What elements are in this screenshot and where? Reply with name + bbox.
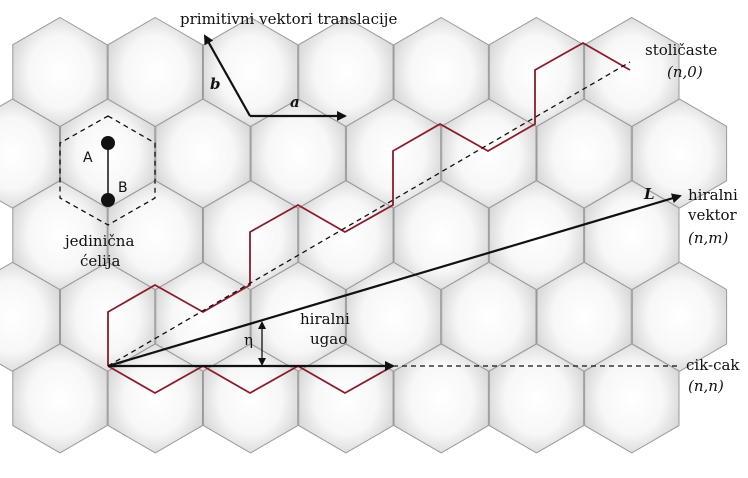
hexagon-cell <box>584 343 680 454</box>
zigzag-boundary-path <box>107 364 394 395</box>
eta-label: η <box>244 331 253 349</box>
unit-cell-label-2: ćelija <box>80 252 121 270</box>
hexagon-lattice <box>0 16 728 454</box>
atom-a-label: A <box>83 150 93 166</box>
chiral-vector-label-1: hiralni <box>688 186 738 204</box>
unit-cell-label-1: jedinična <box>63 232 134 250</box>
hexagon-cell <box>393 343 489 454</box>
zigzag-label-1: cik-cak <box>686 356 740 374</box>
zigzag-label-2: (n,n) <box>688 377 724 395</box>
hexagon-cell <box>107 343 203 454</box>
armchair-label-2: (n,0) <box>667 63 703 81</box>
chiral-boundary-path <box>107 41 631 366</box>
hexagon-cell <box>298 343 394 454</box>
armchair-direction-line <box>107 61 631 367</box>
hexagon-cell <box>12 343 108 454</box>
chiral-vector-label-2: vektor <box>687 206 737 224</box>
unit-cell-outline <box>59 115 156 226</box>
vector-b-label: b <box>210 75 221 93</box>
vector-a-label: a <box>290 93 300 111</box>
primitive-vectors-label: primitivni vektori translacije <box>180 10 397 28</box>
atom-a <box>101 136 115 150</box>
atom-b-label: B <box>118 180 128 196</box>
hexagon-cell <box>202 343 299 454</box>
hexagon-cell <box>488 343 585 454</box>
atom-b <box>101 193 115 207</box>
armchair-label-1: stoličaste <box>645 41 717 59</box>
chiral-angle-label-2: ugao <box>310 330 347 348</box>
chiral-vector-arrow <box>107 193 682 368</box>
chiral-vector-label-3: (n,m) <box>688 229 729 247</box>
chiral-vector-l-label: L <box>643 185 655 203</box>
vector-b-arrow <box>204 34 251 117</box>
chiral-angle-label-1: hiralni <box>300 310 350 328</box>
